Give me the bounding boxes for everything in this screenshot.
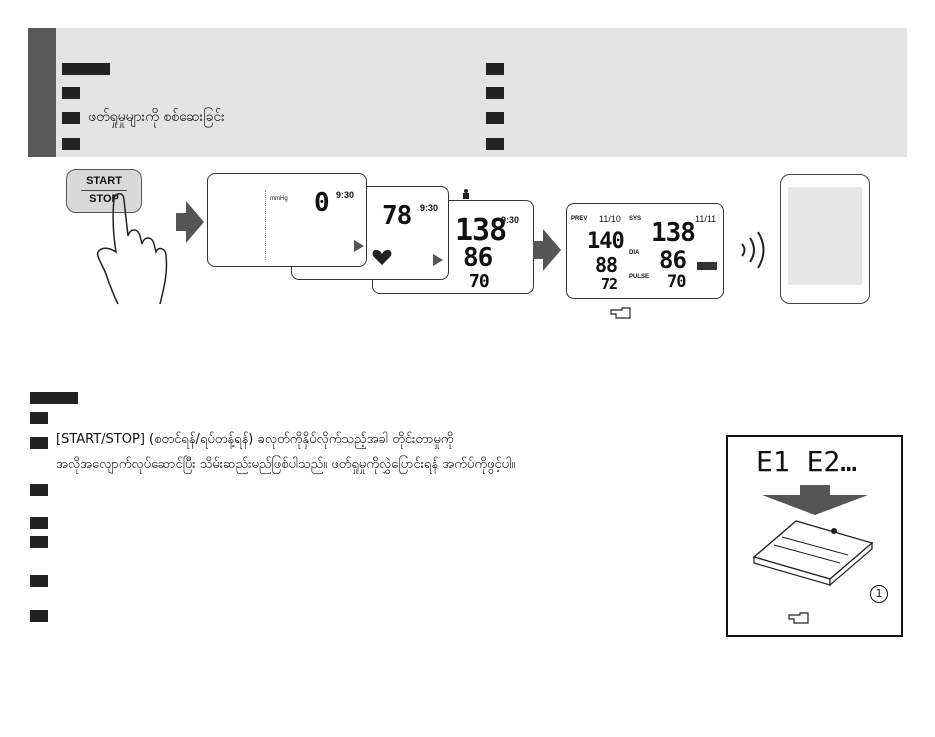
pulse-label: PULSE [629,274,650,280]
prev-sys: 140 [587,229,625,254]
button-divider [81,190,127,191]
lcd-screen-1: mmHg 0 9:30 [207,173,367,267]
step-arrow-small-2 [433,254,443,266]
lower-step-tag-4 [30,517,48,529]
section-tag-lower [30,392,78,404]
smartphone-screen [788,187,862,285]
screen3-sys: 138 [455,213,507,248]
step-tag-right-1 [486,63,504,75]
step-tag-2 [62,112,80,124]
heart-icon [372,249,392,265]
pointing-hand-icon [610,307,631,319]
current-date: 11/11 [695,214,717,224]
step-tag-right-2 [486,87,504,99]
lower-step-tag-5 [30,536,48,548]
header-accent-strip [28,28,56,157]
smartphone-illustration [780,174,870,304]
lower-step-tag-3 [30,484,48,496]
prev-dia: 88 [595,253,618,277]
pointing-hand-icon [788,612,809,624]
prev-label: PREV [571,216,588,222]
instruction-manual-icon [752,520,874,587]
instruction-line-1: [START/STOP] (စတင်ရန်/ရပ်တန့်ရန်) ခလုတ်က… [56,432,454,447]
start-stop-button-illustration: START STOP [66,169,142,213]
flow-arrow-2 [543,229,561,271]
flow-arrow-2-stem [533,241,543,259]
lower-step-tag-1 [30,412,48,424]
step-tag-right-4 [486,138,504,150]
step-tag-right-3 [486,112,504,124]
current-sys: 138 [651,218,696,248]
screen1-time: 9:30 [336,190,355,200]
lcd-screen-results: PREV 11/10 140 88 72 SYS DIA PULSE 11/11… [566,203,724,299]
error-code-panel: E1 E2… 1 [726,435,903,637]
step-arrow-small-1 [354,240,364,252]
step-tag-1 [62,87,80,99]
prev-date: 11/10 [599,214,621,224]
section-tag [62,63,110,75]
lower-step-tag-6 [30,575,48,587]
header-step-checking-readings: ဖတ်ရှုမှုများကို စစ်ဆေးခြင်း [88,109,225,125]
pressing-hand-icon [96,193,168,305]
prev-pulse: 72 [601,275,618,293]
lower-step-tag-7 [30,610,48,622]
dia-label: DIA [629,250,640,256]
bluetooth-indicator [697,262,717,270]
screen3-time: 9:30 [501,215,520,225]
screen3-pulse: 70 [469,271,490,292]
wireless-signal-icon [741,231,765,269]
error-codes: E1 E2… [756,445,858,478]
person-icon [463,189,469,199]
current-dia: 86 [659,246,687,274]
lower-step-tag-2 [30,437,48,449]
sys-label: SYS [629,216,642,222]
screen2-time: 9:30 [420,203,439,213]
screen1-value: 0 [314,188,330,218]
flow-arrow-1 [186,201,204,243]
flow-arrow-1-stem [176,213,186,231]
current-pulse: 70 [667,272,687,292]
screen3-dia: 86 [463,243,493,273]
screen1-divider [265,190,267,260]
down-arrow-icon [762,485,868,515]
instruction-line-2: အလိုအလျောက်လုပ်ဆောင်ပြီး သိမ်းဆည်းမည်ဖြစ… [56,457,516,472]
button-stop-label: STOP [89,193,119,205]
header-band [28,28,907,157]
step-tag-3 [62,138,80,150]
screen1-unit: mmHg [270,196,288,202]
screen2-value: 78 [382,201,412,231]
circled-number: 1 [870,585,888,603]
button-start-label: START [86,175,122,187]
